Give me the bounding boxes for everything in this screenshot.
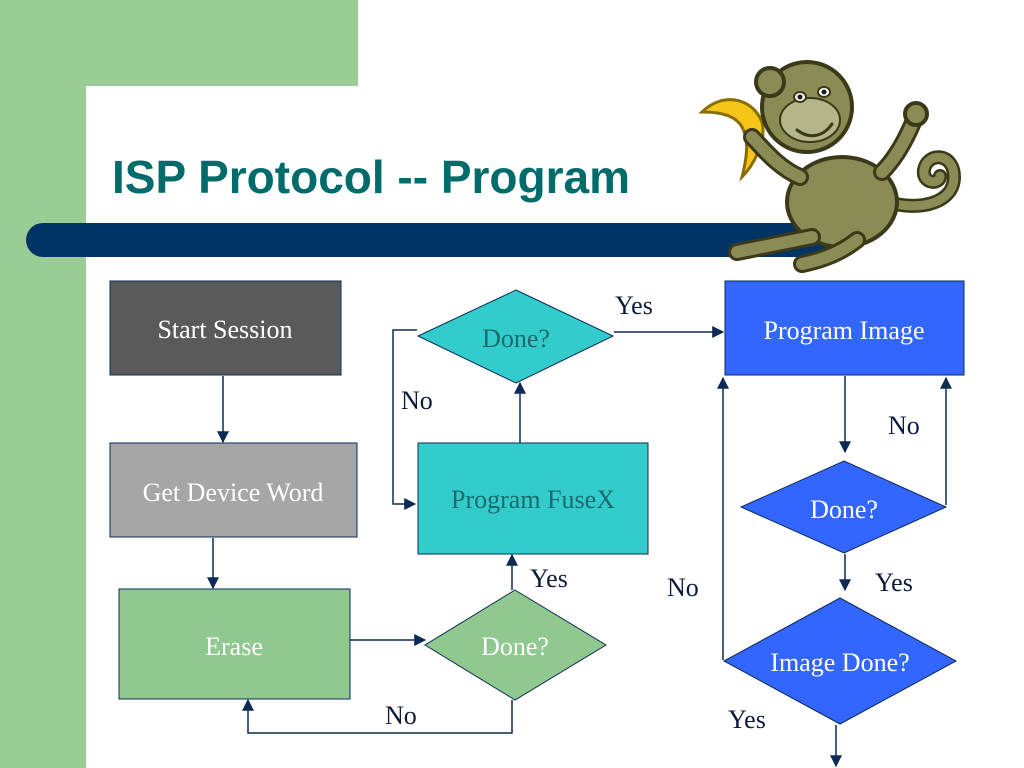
edge-label-erase-done-yes: Yes <box>530 564 568 593</box>
node-get-device-word-label: Get Device Word <box>143 478 324 507</box>
node-start-session: Start Session <box>109 280 342 376</box>
sidebar-band <box>0 0 86 768</box>
node-program-image-label: Program Image <box>763 316 924 345</box>
edge-label-image-step-done-no: No <box>888 411 920 440</box>
node-program-fusex-label: Program FuseX <box>451 485 615 514</box>
title-underline-bar <box>26 223 852 257</box>
node-fusex-done: Done? <box>416 289 615 384</box>
node-start-session-label: Start Session <box>157 315 292 344</box>
node-erase-done-label: Done? <box>481 632 549 661</box>
top-band <box>0 0 358 86</box>
edge-label-erase-done-no: No <box>385 701 417 730</box>
node-program-image: Program Image <box>724 280 965 376</box>
edge-label-image-done-no: No <box>667 573 699 602</box>
node-fusex-done-label: Done? <box>482 324 550 353</box>
connector-fusex-done-no-loop <box>392 329 417 510</box>
banana-icon <box>698 98 765 182</box>
edge-label-fusex-done-yes: Yes <box>615 291 653 320</box>
node-image-step-done: Done? <box>739 460 948 554</box>
edge-label-image-step-done-yes: Yes <box>875 568 913 597</box>
node-image-done: Image Done? <box>722 597 958 725</box>
node-erase-done: Done? <box>424 589 607 701</box>
node-erase: Erase <box>118 588 351 700</box>
node-program-fusex: Program FuseX <box>417 442 649 555</box>
edge-label-image-done-yes: Yes <box>728 705 766 734</box>
node-erase-label: Erase <box>205 632 263 661</box>
edge-label-fusex-done-no: No <box>401 386 433 415</box>
connector-erase-done-no-loop <box>242 698 513 734</box>
node-image-done-label: Image Done? <box>770 648 909 677</box>
slide-title: ISP Protocol -- Program <box>112 151 631 203</box>
node-get-device-word: Get Device Word <box>109 442 358 538</box>
node-image-step-done-label: Done? <box>810 495 878 524</box>
monkey-illustration <box>698 60 962 273</box>
